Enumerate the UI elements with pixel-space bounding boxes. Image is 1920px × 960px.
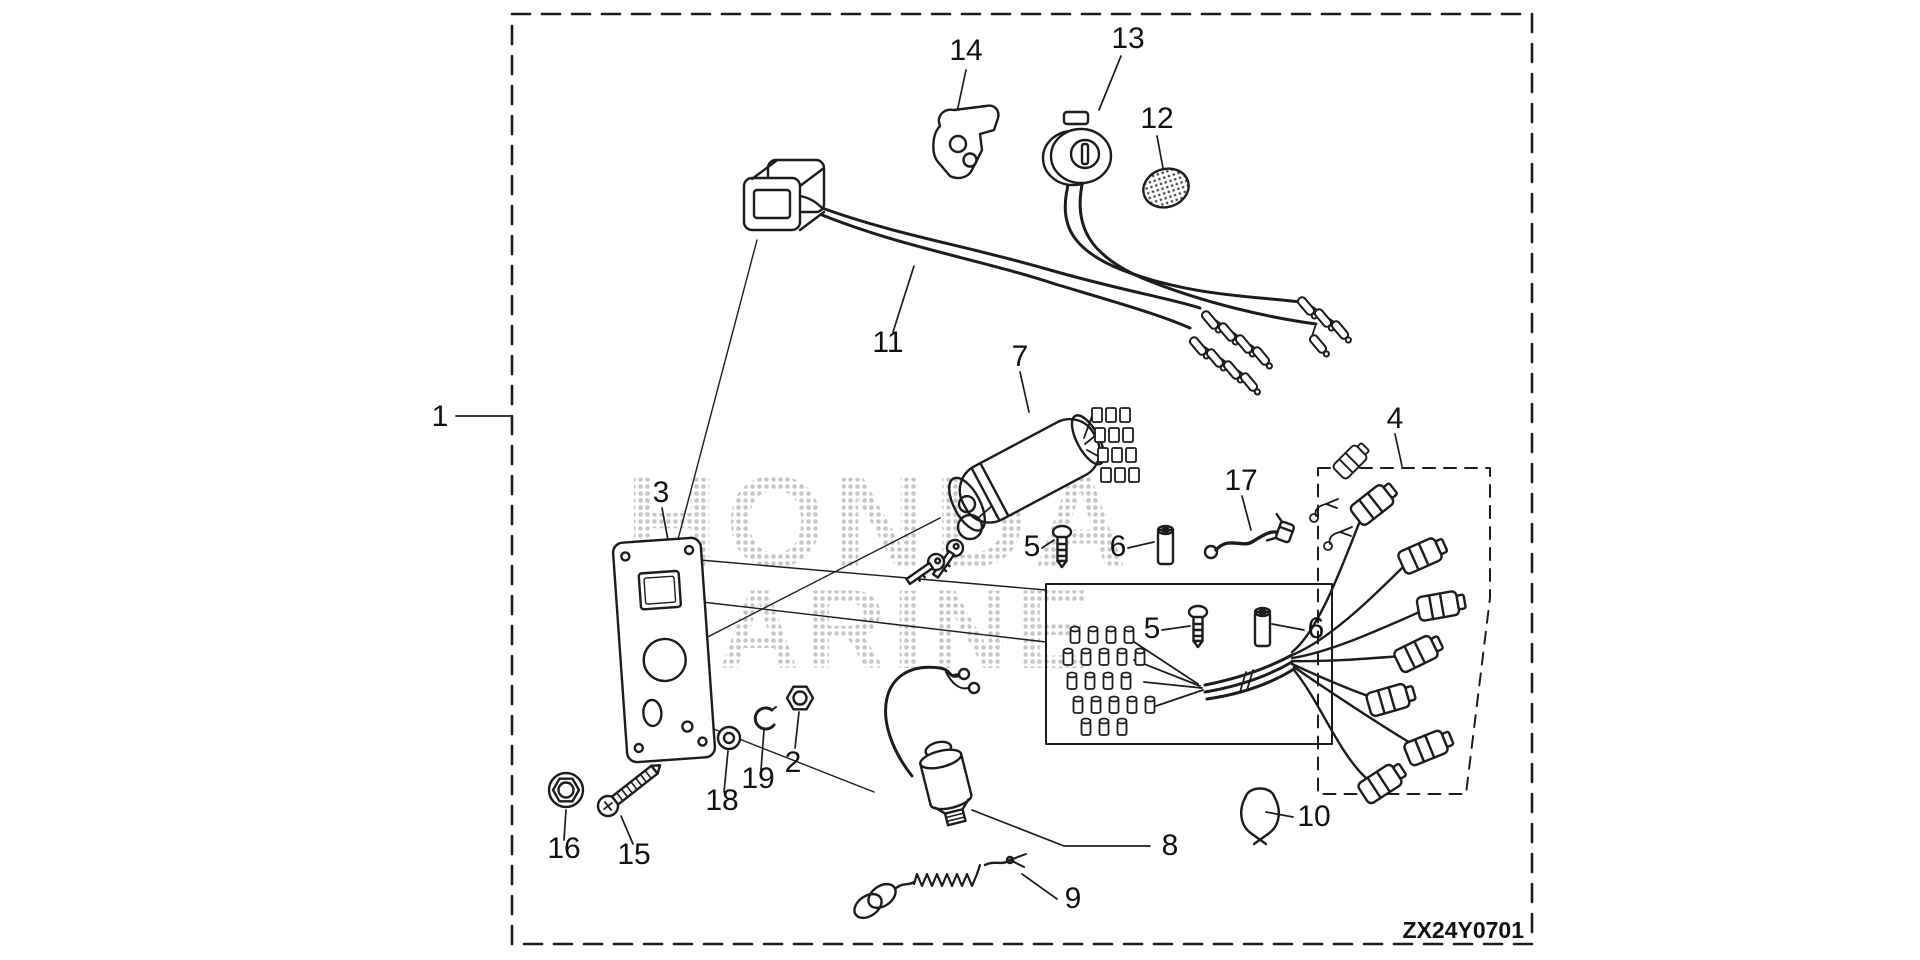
collar-part-6-a	[1156, 524, 1175, 566]
bullet-terminals-b	[1295, 294, 1355, 360]
panel-plate-part-3	[611, 536, 717, 764]
wire-clamp-part-17	[1203, 512, 1296, 560]
part-label-7: 7	[1012, 340, 1029, 373]
part-label-6b: 6	[1308, 612, 1325, 645]
part-label-11: 11	[872, 326, 903, 359]
diagram-code: ZX24Y0701	[1403, 917, 1525, 943]
rocker-switch-part-11	[742, 158, 826, 232]
part-label-18: 18	[705, 784, 738, 817]
collar-part-6-b	[1253, 606, 1272, 648]
part-label-2: 2	[785, 746, 802, 779]
part-number-labels: 1 2 3 4 5 6 5 6 7 8 9 10 11 12 13 14 15 …	[432, 22, 1404, 915]
bracket-part-14	[932, 104, 1000, 180]
part-label-17: 17	[1224, 464, 1257, 497]
part-label-16: 16	[547, 832, 580, 865]
screw-part-15	[596, 764, 662, 818]
bullet-terminals-a	[1187, 308, 1276, 398]
part-label-9: 9	[1065, 882, 1082, 915]
part-label-8: 8	[1162, 829, 1179, 862]
cap-part-12	[1142, 167, 1190, 209]
part-label-10: 10	[1297, 800, 1330, 833]
assembly-boundary-box	[510, 12, 1534, 946]
washer-part-18	[716, 725, 742, 751]
harness-terminal-cluster	[1062, 625, 1204, 736]
part-label-5b: 5	[1144, 612, 1161, 645]
part-label-19: 19	[741, 762, 774, 795]
combination-switch-part-13	[1041, 110, 1113, 187]
keys-icon	[905, 505, 993, 586]
flange-nut-part-16	[547, 771, 585, 809]
harness-boundary	[1317, 467, 1491, 795]
terminal-block	[1083, 407, 1140, 483]
spring-washer-part-19	[753, 706, 777, 731]
nut-part-2	[785, 685, 815, 711]
part-label-3: 3	[653, 476, 670, 509]
stop-switch-part-8	[884, 665, 981, 827]
part-label-6a: 6	[1110, 530, 1127, 563]
screw-part-5-b	[1187, 604, 1209, 649]
part-label-1: 1	[432, 400, 449, 433]
part-label-13: 13	[1111, 22, 1144, 55]
part-label-12: 12	[1140, 102, 1173, 135]
part-label-15: 15	[617, 838, 650, 871]
part-label-14: 14	[949, 34, 982, 67]
ignition-switch-part-7	[905, 407, 1140, 586]
part-label-4: 4	[1387, 402, 1404, 435]
wire-harness-part-4	[1062, 438, 1491, 807]
leader-lines	[455, 55, 1403, 900]
part-label-5a: 5	[1024, 530, 1041, 563]
lanyard-part-9	[853, 853, 1027, 920]
clip-part-10	[1240, 787, 1280, 846]
sub-assembly-box	[1045, 583, 1333, 745]
